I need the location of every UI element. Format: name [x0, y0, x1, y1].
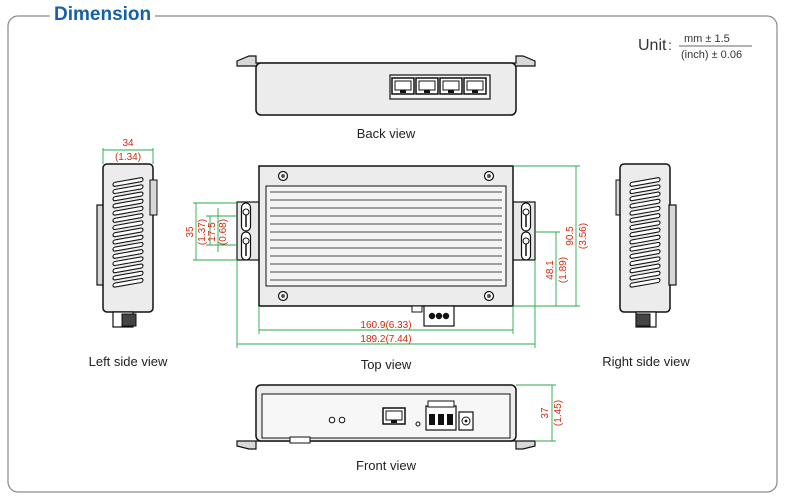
- vent-slot: [112, 249, 144, 259]
- right-side-view-label: Right side view: [602, 354, 690, 369]
- left-width-mm: 34: [122, 138, 134, 149]
- keyhole-slot-icon: [240, 202, 252, 232]
- vent-slot: [629, 205, 661, 216]
- vent-slot: [629, 220, 661, 231]
- left-width-dimension: [102, 148, 154, 164]
- vent-slot: [629, 256, 661, 267]
- vent-slot: [629, 241, 661, 252]
- screw-icon: [483, 170, 495, 182]
- vent-slot: [112, 234, 144, 245]
- left-side-view-label: Left side view: [89, 354, 168, 369]
- vent-slot: [112, 270, 144, 281]
- slot-length-in: (0.68): [218, 219, 229, 245]
- rj45-port-icon: [463, 77, 487, 95]
- total-length: 189.2(7.44): [360, 334, 411, 345]
- body-length: 160.9(6.33): [360, 320, 411, 331]
- back-view-drawing: [236, 55, 536, 116]
- top-view-dimensions: [193, 165, 580, 348]
- svg-text::: :: [668, 37, 672, 53]
- rj45-port-icon: [415, 77, 439, 95]
- vent-slot: [112, 177, 144, 187]
- vent-slot: [629, 184, 661, 195]
- slot-pitch-in: (1.37): [197, 219, 208, 245]
- vent-slot: [112, 205, 144, 216]
- screw-icon: [483, 290, 495, 302]
- vent-slot: [629, 213, 661, 223]
- top-view-label: Top view: [361, 357, 412, 372]
- vent-slot: [112, 198, 144, 209]
- front-view-label: Front view: [356, 458, 417, 473]
- screw-icon: [277, 290, 289, 302]
- left-width-in: (1.34): [115, 152, 141, 163]
- half-height-in: (1.89): [558, 257, 569, 283]
- right-side-view-drawing: [615, 163, 677, 328]
- half-height-mm: 48.1: [545, 260, 556, 280]
- unit-legend: Unit : mm ± 1.5 (inch) ± 0.06: [638, 33, 752, 61]
- svg-text:(inch) ± 0.06: (inch) ± 0.06: [681, 49, 742, 61]
- vent-slot: [112, 227, 144, 238]
- vent-slot: [112, 213, 144, 223]
- led-indicator-icon: [328, 416, 336, 424]
- rj45-port-icon: [382, 407, 406, 425]
- front-height-dimension: [516, 384, 556, 442]
- height-mm: 90.5: [565, 226, 576, 246]
- vent-slot: [629, 249, 661, 259]
- vent-slot: [112, 277, 144, 288]
- vent-slot: [629, 263, 661, 274]
- vent-slot: [629, 191, 661, 202]
- rj45-port-icon: [391, 77, 415, 95]
- left-side-view-drawing: [96, 163, 158, 328]
- dimension-frame: [7, 15, 778, 493]
- svg-text:mm ± 1.5: mm ± 1.5: [684, 33, 730, 45]
- vent-slot: [112, 184, 144, 195]
- height-in: (3.56): [578, 223, 589, 249]
- vent-slot: [112, 241, 144, 252]
- front-view-drawing: [236, 384, 536, 450]
- back-view-label: Back view: [357, 126, 416, 141]
- keyhole-slot-icon: [520, 231, 532, 261]
- vent-slot: [112, 263, 144, 274]
- vent-slot: [629, 177, 661, 187]
- vent-slot: [112, 220, 144, 231]
- front-height-in: (1.45): [553, 400, 564, 426]
- svg-text:Unit: Unit: [638, 37, 667, 54]
- vent-slot: [629, 270, 661, 281]
- vent-slot: [629, 234, 661, 245]
- vent-slot: [629, 227, 661, 238]
- slot-length-mm: 17.5: [207, 222, 218, 242]
- led-indicator-icon: [338, 416, 346, 424]
- top-view-drawing: [236, 165, 536, 327]
- front-height-mm: 37: [540, 407, 551, 419]
- rj45-port-icon: [439, 77, 463, 95]
- vent-slot: [629, 198, 661, 209]
- keyhole-slot-icon: [240, 231, 252, 261]
- vent-slot: [629, 277, 661, 288]
- slot-pitch-mm: 35: [185, 226, 196, 238]
- section-title: Dimension: [50, 4, 156, 26]
- vent-slot: [112, 256, 144, 267]
- screw-icon: [277, 170, 289, 182]
- vent-slot: [112, 191, 144, 202]
- keyhole-slot-icon: [520, 202, 532, 232]
